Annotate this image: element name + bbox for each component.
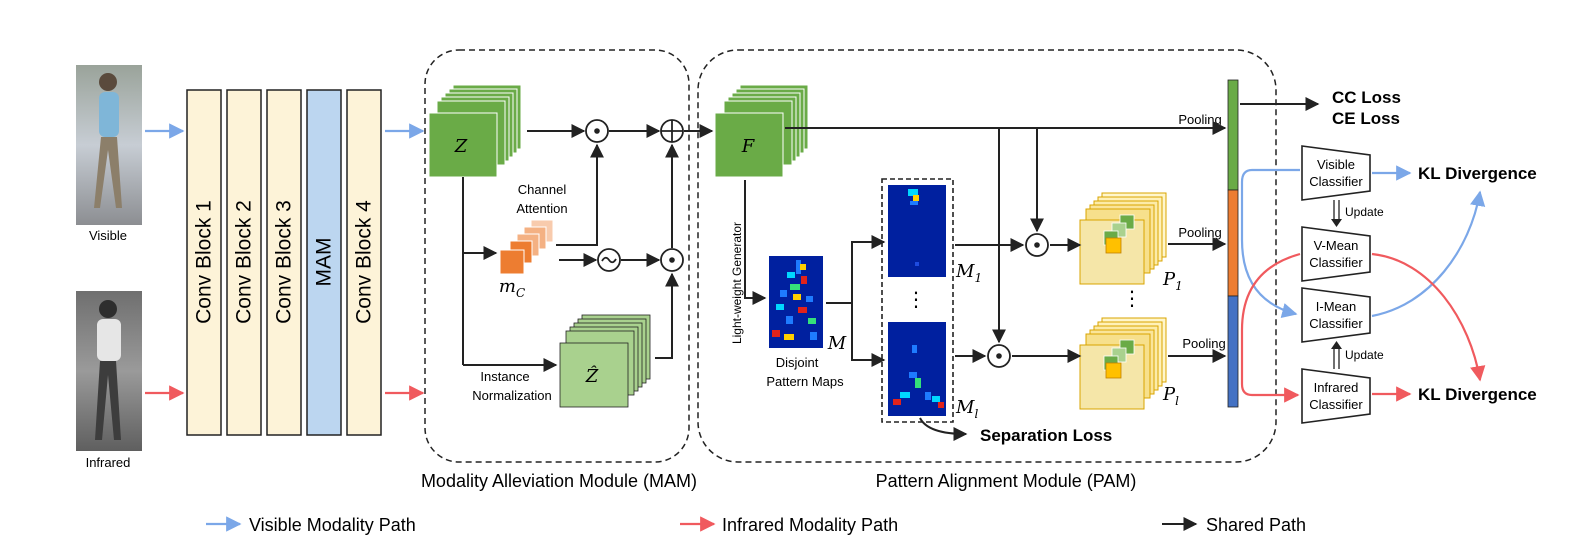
infrared-classifier: Infrared Classifier (1301, 368, 1371, 424)
conv-block-2: Conv Block 2 (226, 89, 262, 436)
svg-text:Classifier: Classifier (1309, 316, 1363, 331)
pam-wiring (744, 97, 1320, 441)
conv-block-1: Conv Block 1 (186, 89, 222, 436)
legend-visible-label: Visible Modality Path (249, 515, 416, 535)
classifier-wiring (1240, 165, 1486, 403)
visible-classifier: Visible Classifier (1301, 145, 1371, 201)
instance-norm-label-2: Normalization (472, 388, 551, 403)
mam-wiring (462, 124, 714, 372)
visible-input-label: Visible (89, 228, 127, 243)
mam-add-op (660, 119, 684, 143)
channel-attention-label-1: Channel (518, 182, 567, 197)
legend-shared-label: Shared Path (1206, 515, 1306, 535)
visible-input-image (76, 65, 142, 225)
mam-module-title: Modality Alleviation Module (MAM) (421, 471, 697, 491)
pooling-label-pl: Pooling (1182, 336, 1225, 351)
pattern-feature-pl (1079, 317, 1167, 410)
update-label-top: Update (1345, 205, 1384, 219)
pam-module-border (697, 49, 1277, 463)
mam-block-label: MAM (313, 238, 336, 287)
pattern-feature-p1 (1079, 192, 1167, 285)
maps-ellipsis: ⋮ (906, 289, 926, 311)
svg-text:Classifier: Classifier (1309, 174, 1363, 189)
svg-text:Infrared: Infrared (1314, 380, 1359, 395)
update-arrow-bottom (1331, 341, 1342, 369)
conv-block-2-label: Conv Block 2 (233, 200, 256, 324)
disjoint-label-2: Pattern Maps (766, 374, 844, 389)
mam-block: MAM (306, 89, 342, 436)
pattern-ellipsis: ⋮ (1122, 288, 1142, 310)
cc-loss: CC Loss (1332, 88, 1401, 107)
update-label-bottom: Update (1345, 348, 1384, 362)
channel-attention-label-2: Attention (516, 201, 567, 216)
conv-block-1-label: Conv Block 1 (193, 200, 216, 324)
mc-label: mC (499, 276, 525, 300)
mam-complement-op (597, 248, 621, 272)
z-feature-stack (428, 84, 522, 178)
z-label: Z (454, 136, 468, 157)
i-mean-classifier: I-Mean Classifier (1301, 287, 1371, 343)
mam-mult-op-top (585, 119, 609, 143)
z-hat-feature-stack (559, 314, 651, 408)
heatmap-ml (888, 322, 946, 416)
svg-text:I-Mean: I-Mean (1316, 299, 1356, 314)
f-label: F (741, 136, 756, 157)
update-arrow-top (1331, 200, 1342, 227)
conv-block-4-label: Conv Block 4 (353, 200, 376, 324)
pl-label: Pl (1162, 384, 1179, 408)
mam-module-border (424, 49, 690, 463)
separation-loss: Separation Loss (980, 426, 1112, 445)
instance-norm-label-1: Instance (480, 369, 529, 384)
pam-mult-op-bottom (987, 344, 1011, 368)
m1-label: M1 (955, 261, 982, 285)
legend: Visible Modality Path Infrared Modality … (206, 515, 1306, 535)
pam-module-title: Pattern Alignment Module (PAM) (876, 471, 1137, 491)
concatenated-feature-bar (1227, 79, 1239, 408)
infrared-input-image (76, 291, 142, 451)
conv-block-3-label: Conv Block 3 (273, 200, 296, 324)
conv-block-4: Conv Block 4 (346, 89, 382, 436)
disjoint-maps-box (881, 178, 954, 423)
kl-divergence-bottom: KL Divergence (1418, 385, 1537, 404)
kl-divergence-top: KL Divergence (1418, 164, 1537, 183)
z-hat-label: Ẑ (585, 364, 599, 387)
channel-attention-vector (499, 219, 554, 275)
svg-text:Visible: Visible (1317, 157, 1355, 172)
conv-block-3: Conv Block 3 (266, 89, 302, 436)
heatmap-m (769, 256, 823, 348)
svg-text:Classifier: Classifier (1309, 397, 1363, 412)
infrared-input-label: Infrared (86, 455, 131, 470)
ml-label: Ml (955, 397, 978, 421)
svg-text:V-Mean: V-Mean (1314, 238, 1359, 253)
svg-text:Classifier: Classifier (1309, 255, 1363, 270)
mam-mult-op-bottom (660, 248, 684, 272)
m-label: M (827, 333, 847, 354)
legend-infrared-label: Infrared Modality Path (722, 515, 898, 535)
v-mean-classifier: V-Mean Classifier (1301, 226, 1371, 282)
pam-mult-op-top (1025, 233, 1049, 257)
pooling-label-p1: Pooling (1178, 225, 1221, 240)
heatmap-m1 (888, 185, 946, 277)
f-feature-stack (714, 84, 809, 178)
p1-label: P1 (1162, 269, 1183, 293)
ce-loss: CE Loss (1332, 109, 1400, 128)
disjoint-label-1: Disjoint (776, 355, 819, 370)
pooling-label-global: Pooling (1178, 112, 1221, 127)
generator-label: Light-weight Generator (730, 222, 744, 344)
